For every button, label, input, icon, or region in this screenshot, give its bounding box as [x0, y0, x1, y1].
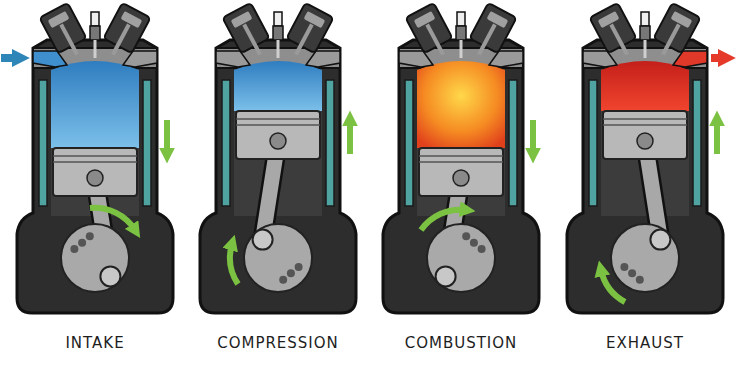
counterweight-hole [70, 245, 78, 253]
engine-compression [200, 3, 356, 313]
engine-head-top [405, 3, 516, 62]
intake-flow-arrow [1, 54, 19, 62]
counterweight-hole [628, 269, 636, 277]
crank-pin [650, 230, 670, 250]
intake-port [583, 51, 617, 67]
counterweight-hole [462, 232, 470, 240]
engine-intake [1, 3, 173, 313]
crankshaft [244, 224, 312, 292]
exhaust-port [306, 51, 340, 67]
motion-arrow [530, 120, 536, 154]
intake-port [216, 51, 250, 67]
engine-block [567, 40, 723, 313]
engine-exhaust [567, 3, 725, 313]
counterweight-hole [295, 263, 303, 271]
compressed-mixture [234, 61, 322, 111]
counterweight-hole [620, 263, 628, 271]
counterweight-hole [470, 239, 478, 247]
motion-arrow [164, 120, 170, 154]
engine-head-top [39, 3, 150, 62]
motion-arrow [714, 120, 720, 154]
crank-pin [100, 266, 120, 286]
counterweight-hole [78, 239, 86, 247]
crank-pin [253, 230, 273, 250]
rotation-arrow [90, 208, 135, 230]
counterweight-hole [478, 245, 486, 253]
rotation-arrow [230, 244, 238, 284]
crankshaft [611, 224, 679, 292]
engine-combustion [383, 3, 539, 313]
exhaust-port [673, 51, 707, 67]
motion-arrow [347, 120, 353, 154]
engine-head-top [222, 3, 333, 62]
engine-block [200, 40, 356, 313]
burning-gas [417, 61, 505, 148]
stroke-label: EXHAUST [565, 334, 725, 352]
counterweight-hole [86, 232, 94, 240]
exhaust-port [489, 51, 523, 67]
stroke-label: INTAKE [15, 334, 175, 352]
crankshaft [61, 224, 129, 292]
exhaust-port [123, 51, 157, 67]
piston [419, 148, 503, 196]
counterweight-hole [279, 276, 287, 284]
counterweight-hole [636, 276, 644, 284]
piston [236, 111, 320, 159]
crankshaft [427, 224, 495, 292]
piston [53, 148, 137, 196]
exhaust-flow-arrow [711, 54, 725, 62]
engine-head-top [589, 3, 700, 62]
piston [603, 111, 687, 159]
counterweight-hole [287, 269, 295, 277]
intake-port [399, 51, 433, 67]
exhaust-gas [601, 61, 689, 111]
engine-block [17, 40, 173, 313]
engine-block [383, 40, 539, 313]
rotation-arrow [421, 210, 466, 230]
crank-pin [436, 266, 456, 286]
stroke-label: COMPRESSION [198, 334, 358, 352]
fuel-air-mixture [51, 61, 139, 148]
rotation-arrow [601, 270, 625, 302]
stroke-label: COMBUSTION [381, 334, 541, 352]
intake-port [33, 51, 67, 67]
